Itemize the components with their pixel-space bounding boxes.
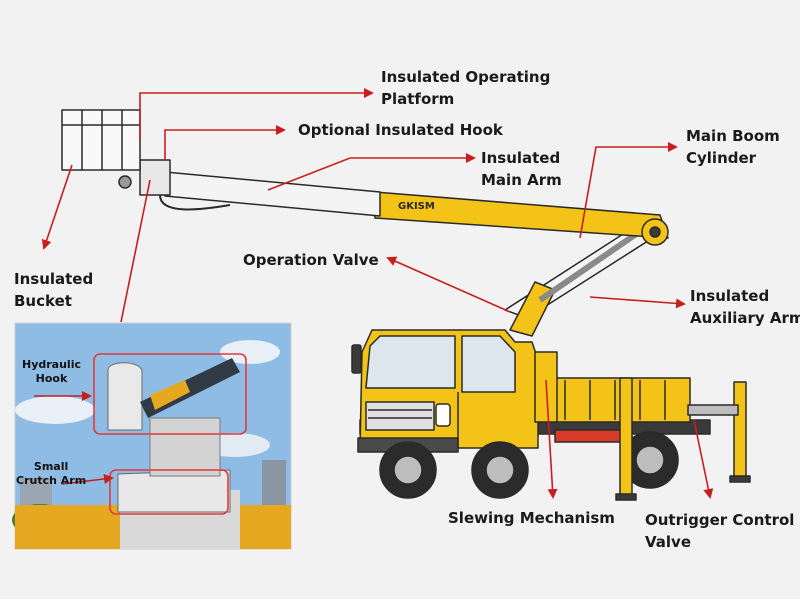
rear-wheel	[471, 441, 529, 499]
side-window	[461, 335, 516, 393]
label-insulated-operating-platform: Insulated Operating Platform	[381, 66, 550, 110]
highlight-crutch-arm	[109, 469, 229, 515]
arrow-operating-platform	[139, 88, 374, 140]
windshield	[365, 335, 456, 389]
arrow-operation-valve	[386, 256, 511, 313]
truck	[351, 329, 751, 501]
insulated-bucket	[61, 109, 141, 171]
label-line: Platform	[381, 90, 455, 108]
arrow-auxiliary-arm	[589, 296, 686, 309]
label-line: Main Arm	[481, 171, 562, 189]
label-slewing-mechanism: Slewing Mechanism	[448, 509, 615, 527]
boom-brand-text: GKISM	[398, 201, 435, 212]
arrow-insulated-bucket	[41, 164, 73, 250]
highlight-hydraulic-hook	[93, 353, 247, 435]
label-line: Insulated	[690, 287, 770, 305]
outrigger-legs	[615, 377, 751, 501]
grille	[365, 401, 435, 431]
side-mirror	[351, 344, 362, 374]
arrow-boom-cylinder	[579, 142, 678, 239]
bucket-bracket	[139, 159, 171, 196]
label-line: Auxiliary Arm	[690, 309, 800, 327]
arrow-inset-link	[120, 179, 151, 323]
label-line: Insulated	[14, 270, 94, 288]
label-line: Main Boom	[686, 127, 780, 145]
arrow-slewing-mechanism	[545, 379, 558, 499]
inset-label-line: Small	[33, 460, 69, 473]
label-line: Insulated	[481, 149, 561, 167]
inset-photo	[12, 322, 292, 550]
label-insulated-auxiliary-arm: Insulated Auxiliary Arm	[690, 285, 800, 329]
warning-stripe	[554, 429, 626, 443]
inset-label-line: Crutch Arm	[16, 474, 87, 487]
inset-label-hydraulic-hook: Hydraulic Hook	[22, 358, 81, 386]
label-optional-insulated-hook: Optional Insulated Hook	[298, 121, 503, 139]
label-main-boom-cylinder: Main Boom Cylinder	[686, 125, 780, 169]
label-line: Insulated Operating	[381, 68, 551, 86]
label-line: Bucket	[14, 292, 72, 310]
leader-arrows	[41, 88, 714, 499]
inset-label-line: Hydraulic	[22, 358, 81, 371]
inset-label-small-crutch-arm: Small Crutch Arm	[16, 460, 86, 488]
label-outrigger-control-valve: Outrigger Control Valve	[645, 509, 794, 553]
label-insulated-bucket: Insulated Bucket	[14, 268, 93, 312]
label-insulated-main-arm: Insulated Main Arm	[481, 147, 562, 191]
arrow-insulated-hook	[164, 125, 286, 160]
boom-assembly	[61, 109, 669, 337]
label-line: Outrigger Control	[645, 511, 795, 529]
headlight	[435, 403, 451, 427]
yellow-main-boom	[374, 191, 669, 239]
arrow-outrigger-valve	[693, 419, 714, 499]
label-line: Cylinder	[686, 149, 757, 167]
inset-label-line: Hook	[35, 372, 68, 385]
boom-cylinder	[538, 225, 647, 303]
label-operation-valve: Operation Valve	[243, 251, 379, 269]
front-wheel	[379, 441, 437, 499]
label-line: Valve	[645, 533, 692, 551]
arrow-main-arm	[267, 153, 476, 191]
